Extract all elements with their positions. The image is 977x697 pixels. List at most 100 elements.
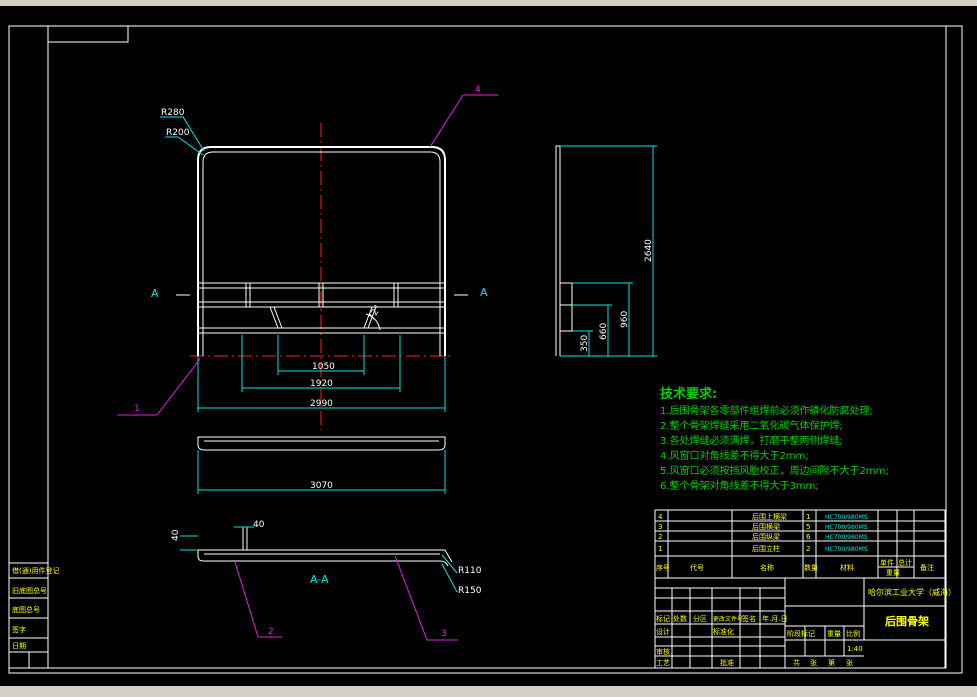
- side-block-label-1: 借(通)用件登记: [12, 566, 59, 575]
- title-block: 标记 处数 分区 更改文件号 签名 年.月.日 设计 标准化 审核 工艺 批准 …: [654, 577, 956, 669]
- label-design: 设计: [656, 627, 670, 636]
- leader-1: [156, 358, 201, 416]
- tech-item-5: 5.风窗口必须按挡风胎校正，周边间隙不大于2mm;: [660, 464, 889, 477]
- header-remark: 备注: [920, 563, 934, 572]
- label-sheet-no: 第: [828, 658, 835, 667]
- side-block-label-3: 底图总号: [12, 605, 40, 614]
- radius-r150-label: R150: [458, 586, 482, 596]
- school-name: 哈尔滨工业大学（威海）: [868, 587, 956, 597]
- side-view: 2640 960 660 350: [555, 145, 657, 357]
- part-row-3-material: HC700/980MS: [825, 524, 868, 531]
- label-standardize: 标准化: [713, 627, 734, 636]
- dim-40-side: 40: [171, 529, 181, 541]
- part-row-1-name: 后围立柱: [752, 544, 780, 553]
- label-stage-mark: 阶段标记: [787, 629, 815, 638]
- label-change-no: 更改文件号: [713, 615, 743, 623]
- balloon-3: 3: [441, 629, 447, 639]
- tech-requirements: 技术要求: 1.后围骨架各零部件组焊前必须作磷化防腐处理; 2.整个骨架焊缝采用…: [660, 386, 889, 492]
- section-view: 40 40 R110 R150 A-A: [171, 520, 482, 596]
- section-label-left: A: [151, 287, 159, 300]
- part-row-2-no: 2: [658, 533, 662, 541]
- part-row-1-material: HC700/980MS: [825, 546, 868, 553]
- label-signature: 签名: [742, 614, 756, 623]
- part-row-1-qty: 2: [806, 545, 810, 553]
- tech-title: 技术要求:: [660, 386, 717, 402]
- tech-item-2: 2.整个骨架焊缝采用二氧化碳气体保护焊;: [660, 419, 843, 432]
- tech-item-6: 6.整个骨架对角线差不得大于3mm;: [660, 479, 819, 492]
- part-row-4-qty: 1: [806, 513, 810, 521]
- radius-r200-label: R200: [166, 128, 190, 138]
- frame-inner-contour: [202, 151, 441, 356]
- side-block-label-4: 签字: [12, 625, 26, 634]
- side-block-label-5: 日期: [12, 642, 26, 650]
- dim-2990: 2990: [310, 399, 333, 409]
- header-weight: 重量: [886, 569, 900, 577]
- scale-value: 1:40: [847, 645, 863, 653]
- diagonal-left: [269, 306, 279, 329]
- dim-2640: 2640: [644, 239, 654, 262]
- radius-r280-label: R280: [161, 108, 185, 118]
- tech-item-4: 4.风窗口对角线差不得大于2mm;: [660, 449, 809, 462]
- leader-2: [234, 561, 259, 638]
- outer-frame: [8, 25, 963, 674]
- crossbeam-3: [197, 327, 446, 334]
- part-row-2-material: HC700/980MS: [825, 534, 868, 541]
- window-bottom-bar: [0, 686, 977, 697]
- balloon-2: 2: [268, 627, 274, 637]
- top-view-outline: [197, 436, 446, 451]
- dim-3070: 3070: [310, 481, 333, 491]
- label-process: 工艺: [656, 659, 670, 667]
- parts-list: 4 后围上横梁 1 HC700/980MS 3 后围横梁 5 HC700/980…: [654, 509, 946, 579]
- part-row-3-qty: 5: [806, 523, 810, 531]
- tech-item-3: 3.各处焊缝必须满焊，打磨平整两侧焊缝;: [660, 434, 843, 447]
- frame-outer-contour: [197, 146, 446, 356]
- header-qty: 数量: [804, 563, 818, 572]
- corner-box: [47, 25, 129, 43]
- leader-4: [429, 94, 464, 148]
- label-mark: 标记: [656, 614, 670, 623]
- header-unit-weight: 单件: [880, 558, 894, 567]
- label-review: 审核: [656, 647, 670, 656]
- dim-660: 660: [599, 323, 609, 340]
- part-row-4-no: 4: [658, 513, 663, 521]
- part-row-4-name: 后围上横梁: [752, 512, 787, 521]
- header-total-weight: 总计: [898, 558, 912, 567]
- label-date: 年.月.日: [762, 614, 787, 623]
- window-top-bar: [0, 0, 977, 6]
- balloon-4: 4: [475, 85, 481, 95]
- label-zone: 分区: [693, 614, 707, 623]
- top-view: 3070: [197, 436, 446, 494]
- header-no: 序号: [656, 563, 670, 572]
- label-ratio: 比例: [846, 629, 860, 638]
- part-row-4-material: HC700/980MS: [825, 514, 868, 521]
- header-material: 材料: [840, 563, 854, 572]
- part-row-3-name: 后围横梁: [752, 522, 780, 531]
- label-weight: 重量: [827, 630, 841, 638]
- label-count: 处数: [673, 614, 687, 623]
- label-approve: 批准: [720, 658, 734, 667]
- dim-40-top: 40: [253, 520, 265, 530]
- drawing-name: 后围骨架: [885, 614, 929, 628]
- side-block: 借(通)用件登记 旧底图总号 底图总号 签字 日期: [8, 562, 59, 669]
- section-label-right: A: [480, 286, 488, 299]
- section-outline: [197, 549, 453, 567]
- section-title: A-A: [310, 573, 329, 586]
- leader-3: [394, 555, 428, 641]
- crossbeam-1: [197, 282, 446, 289]
- tech-item-1: 1.后围骨架各零部件组焊前必须作磷化防腐处理;: [660, 404, 873, 417]
- diagonal-right: [363, 306, 373, 329]
- part-row-1-no: 1: [658, 545, 662, 553]
- side-block-label-2: 旧底图总号: [12, 586, 47, 595]
- part-row-3-no: 3: [658, 523, 662, 531]
- inner-frame: [47, 25, 947, 669]
- dim-1050: 1050: [312, 362, 335, 372]
- label-sheet-unit-2: 张: [846, 658, 853, 667]
- dim-1920: 1920: [310, 379, 333, 389]
- balloon-1: 1: [134, 404, 140, 414]
- side-post: [555, 145, 561, 356]
- label-sheet-unit: 张: [810, 658, 817, 667]
- dim-350: 350: [580, 335, 590, 352]
- radius-r110-label: R110: [458, 566, 482, 576]
- dim-960: 960: [620, 311, 630, 328]
